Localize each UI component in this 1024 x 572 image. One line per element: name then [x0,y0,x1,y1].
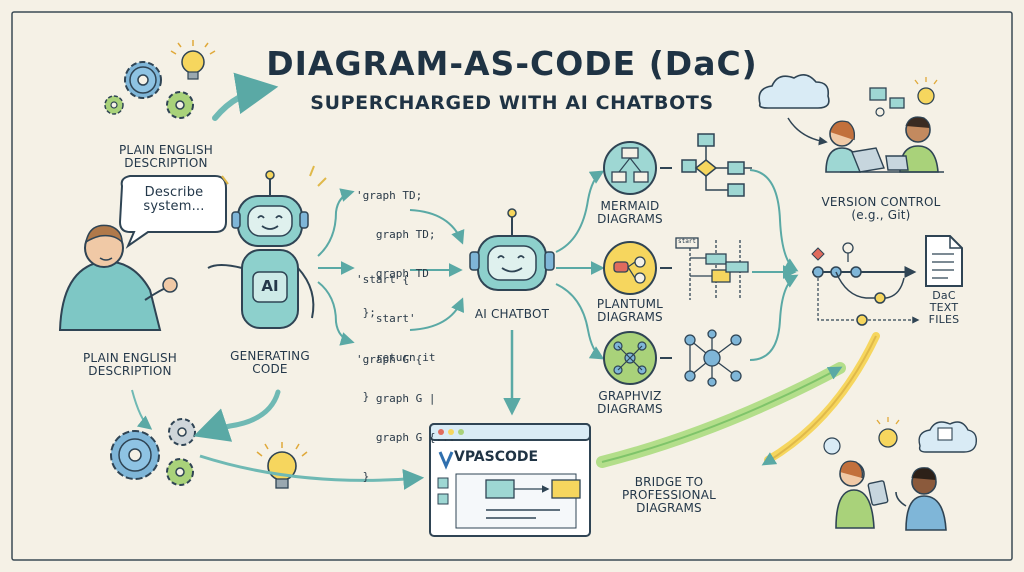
arrow-to-code-3 [317,281,355,346]
arrow-chatbot-to-graphviz [555,283,605,360]
page-title: DIAGRAM-AS-CODE (DaC) [266,44,758,83]
editor-window [429,423,591,537]
robot-chatbot-illustration [469,208,555,291]
arrow-vc-to-editor-head [761,335,877,466]
people-collaborating-illustration-bottom [823,417,953,531]
plantuml-sequence-sketch [675,237,749,300]
arrow-graphviz-to-vc [749,274,799,361]
speech-bubble-shape [118,175,227,249]
gear-icon [168,418,196,446]
code-snippet-1: 'graph TD; graph TD; graph TD }; [356,188,436,319]
people-collaborating-illustration-top [825,77,944,173]
speech-bubble-text: Describe system... [143,185,205,215]
arrow-code-to-gears [193,389,281,442]
bridge-label: BRIDGE TO PROFESSIONAL DIAGRAMS [622,475,716,515]
generator-label: GENERATING CODE [230,349,310,376]
plantuml-icon [603,241,657,295]
arrow-to-code-1 [317,188,355,257]
arrow-gears-to-editor [199,454,425,490]
chatbot-label: AI CHATBOT [474,307,550,321]
dac-files-label: DaC TEXT FILES [928,289,960,326]
arrow-chatbot-to-mermaid [555,170,605,253]
person-illustration-left [58,224,178,331]
frame-border [11,11,1013,561]
mermaid-icon [603,141,657,195]
mermaid-label: MERMAID DIAGRAMS [597,199,663,226]
arrow-gears-to-title [212,72,279,121]
git-graph-illustration [811,242,920,326]
graphviz-label: GRAPHVIZ DIAGRAMS [597,389,663,416]
arrow-editor-to-vc-head [601,366,843,463]
graphviz-network-sketch [684,329,742,387]
gear-icon [124,61,162,99]
editor-brand: VPASCODE [454,449,539,465]
arrow-cloud-to-people [787,117,828,146]
mermaid-flowchart-sketch [681,133,752,197]
page-subtitle: SUPERCHARGED WITH AI CHATBOTS [310,92,714,114]
code-snippet-3: 'graph G { graph G | graph G {... } [356,352,456,483]
robot-badge: AI [261,277,279,295]
arrow-person-to-gears [131,389,153,430]
document-icon [925,235,963,287]
arrow-code-to-chatbot-3 [409,297,465,331]
version-control-label: VERSION CONTROL (e.g., Git) [821,195,941,222]
lightbulb-icon [256,442,308,489]
plantuml-start-tag: start [677,238,697,245]
gear-icon [166,91,194,119]
cloud-icon [758,74,830,109]
input-label-top: PLAIN ENGLISH DESCRIPTION [118,143,214,170]
arrow-code-to-chatbot-1 [409,209,465,245]
arrow-mermaid-to-vc [749,169,799,272]
plantuml-label: PLANTUML DIAGRAMS [596,297,664,324]
graphviz-icon [603,331,657,385]
code-snippet-2: 'start { start' return it } [356,272,436,403]
input-label-bottom: PLAIN ENGLISH DESCRIPTION [82,351,178,378]
lightbulb-icon [170,40,216,80]
gear-icon [110,430,160,480]
gear-icon [104,95,124,115]
robot-generator-illustration [207,165,327,329]
gear-icon [166,458,194,486]
